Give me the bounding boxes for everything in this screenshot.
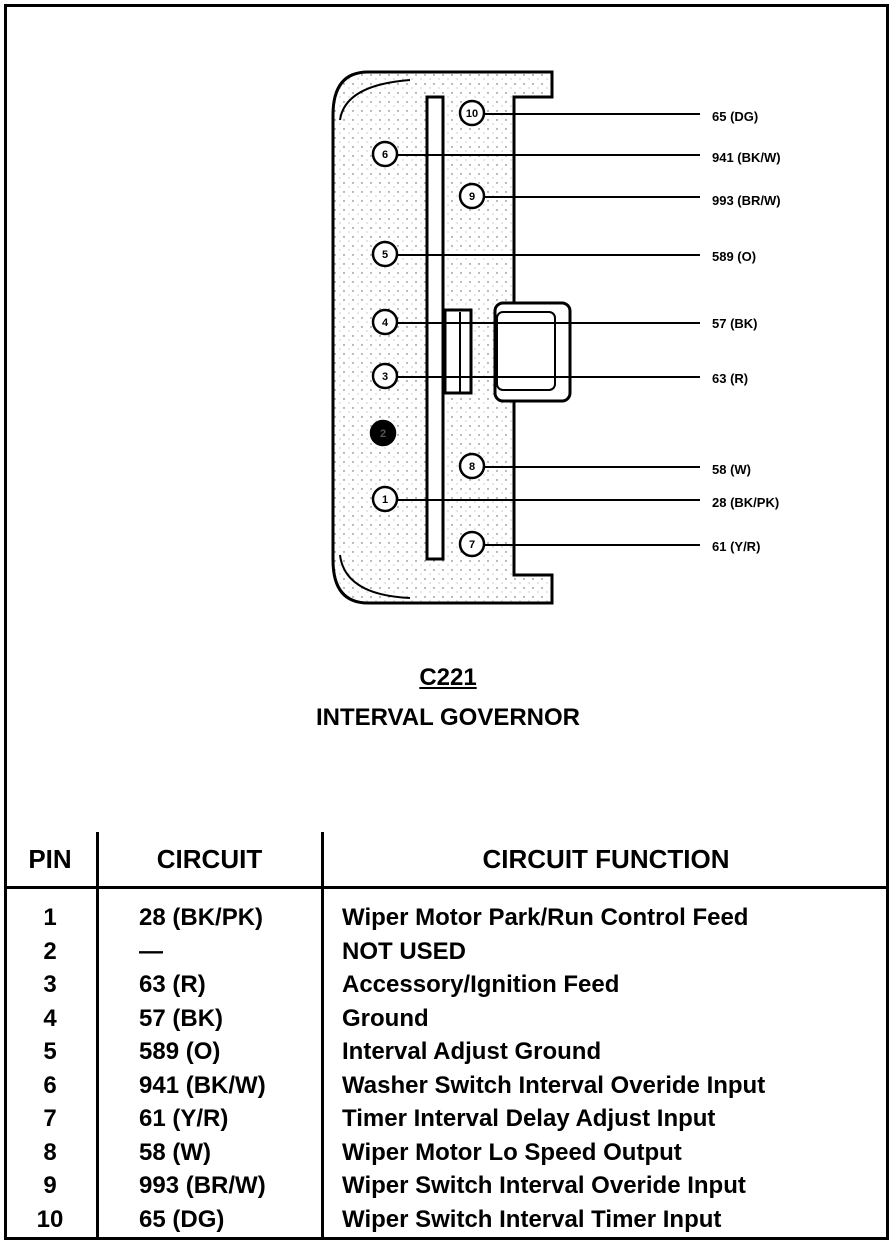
wire-label-5: 589 (O) <box>712 249 756 264</box>
pin-cell: 1 <box>43 904 57 931</box>
pin-2-label: 2 <box>380 428 386 440</box>
wire-label-6: 941 (BK/W) <box>712 150 781 165</box>
pin-9-label: 9 <box>469 191 475 203</box>
pin-4: 4 57 (BK) <box>371 308 758 336</box>
table-header-row: PIN CIRCUIT CIRCUIT FUNCTION <box>4 832 889 889</box>
function-cell: Washer Switch Interval Overide Input <box>342 1071 766 1099</box>
header-circuit: CIRCUIT <box>97 832 324 889</box>
header-circuit-function: CIRCUIT FUNCTION <box>322 832 889 889</box>
pin-9: 9 993 (BR/W) <box>458 182 781 210</box>
pin-10-label: 10 <box>466 108 478 120</box>
function-cell: Wiper Motor Park/Run Control Feed <box>342 904 749 931</box>
pin-cell: 2 <box>43 937 57 965</box>
wire-label-3: 63 (R) <box>712 371 748 386</box>
page-frame <box>4 4 889 1240</box>
pin-cell: 9 <box>43 1172 57 1199</box>
pin-cell: 8 <box>43 1138 57 1166</box>
table-body: 1 2 3 4 5 6 7 8 9 10 28 (BK/PK) — 63 (R) 57 (BK) 589 … <box>4 887 890 1241</box>
pin-5-label: 5 <box>382 249 388 261</box>
connector-body-curve-top <box>339 79 411 121</box>
connector-name: INTERVAL GOVERNOR <box>315 704 581 731</box>
pin-cell: 7 <box>43 1105 57 1132</box>
function-cell: Ground <box>342 1004 429 1032</box>
circuit-cell: — <box>139 937 163 965</box>
wire-label-7: 61 (Y/R) <box>712 539 760 554</box>
pin-column: 1 2 3 4 5 6 7 8 9 10 <box>4 887 99 1240</box>
header-pin: PIN <box>4 832 99 889</box>
circuit-cell: 993 (BR/W) <box>139 1172 266 1199</box>
function-cell: Interval Adjust Ground <box>342 1038 602 1065</box>
function-cell: NOT USED <box>342 937 467 965</box>
pin-cell: 5 <box>43 1038 57 1065</box>
function-cell: Wiper Switch Interval Timer Input <box>342 1205 722 1233</box>
circuit-cell: 589 (O) <box>139 1038 221 1065</box>
pin-cell: 3 <box>43 971 57 998</box>
circuit-column: 28 (BK/PK) — 63 (R) 57 (BK) 589 (O) 941 (BK/W… <box>97 887 324 1240</box>
function-cell: Accessory/Ignition Feed <box>342 971 620 998</box>
pin-7-label: 7 <box>469 539 475 551</box>
circuit-cell: 63 (R) <box>139 971 206 998</box>
function-cell: Wiper Switch Interval Overide Input <box>342 1172 746 1199</box>
function-cell: Timer Interval Delay Adjust Input <box>342 1105 716 1132</box>
pin-5: 5 589 (O) <box>371 240 756 268</box>
pin-6: 6 941 (BK/W) <box>371 140 781 168</box>
pin-table: PIN CIRCUIT CIRCUIT FUNCTION 1 2 3 4 5 6 7 8 9 10… <box>4 832 889 1240</box>
wire-label-1: 28 (BK/PK) <box>712 495 779 510</box>
circuit-cell: 941 (BK/W) <box>139 1071 266 1099</box>
function-cell: Wiper Motor Lo Speed Output <box>342 1138 682 1166</box>
pin-1: 1 28 (BK/PK) <box>371 485 779 513</box>
pin-8: 8 58 (W) <box>458 452 751 480</box>
circuit-cell: 57 (BK) <box>139 1004 224 1032</box>
connector-id: C221 <box>419 664 477 691</box>
pin-4-label: 4 <box>382 317 389 329</box>
circuit-cell: 61 (Y/R) <box>139 1105 229 1132</box>
wire-label-9: 993 (BR/W) <box>712 193 781 208</box>
pin-cell: 4 <box>43 1004 57 1032</box>
pin-cell: 6 <box>43 1071 57 1099</box>
circuit-cell: 65 (DG) <box>139 1205 225 1233</box>
pin-8-label: 8 <box>469 461 475 473</box>
circuit-cell: 58 (W) <box>139 1138 211 1166</box>
wire-label-8: 58 (W) <box>712 462 751 477</box>
pin-3: 3 63 (R) <box>371 362 748 390</box>
pin-2: 2 <box>369 419 397 447</box>
connector-key-bar <box>425 95 445 561</box>
pin-10: 10 65 (DG) <box>458 99 758 127</box>
pin-7: 7 61 (Y/R) <box>458 530 760 558</box>
connector-lock-tab <box>493 301 572 403</box>
connector-diagram: 10 65 (DG) 6 941 (BK/W) 9 993 (BR/W) 5 5… <box>331 70 781 605</box>
connector-body-curve-bottom <box>339 554 411 599</box>
wire-label-4: 57 (BK) <box>712 316 758 331</box>
pin-1-label: 1 <box>382 494 388 506</box>
pin-3-label: 3 <box>382 371 388 383</box>
circuit-cell: 28 (BK/PK) <box>139 904 264 931</box>
connector-lock-inner <box>496 311 556 391</box>
wire-label-10: 65 (DG) <box>712 109 758 124</box>
pin-cell: 10 <box>36 1205 64 1233</box>
pin-6-label: 6 <box>382 149 388 161</box>
